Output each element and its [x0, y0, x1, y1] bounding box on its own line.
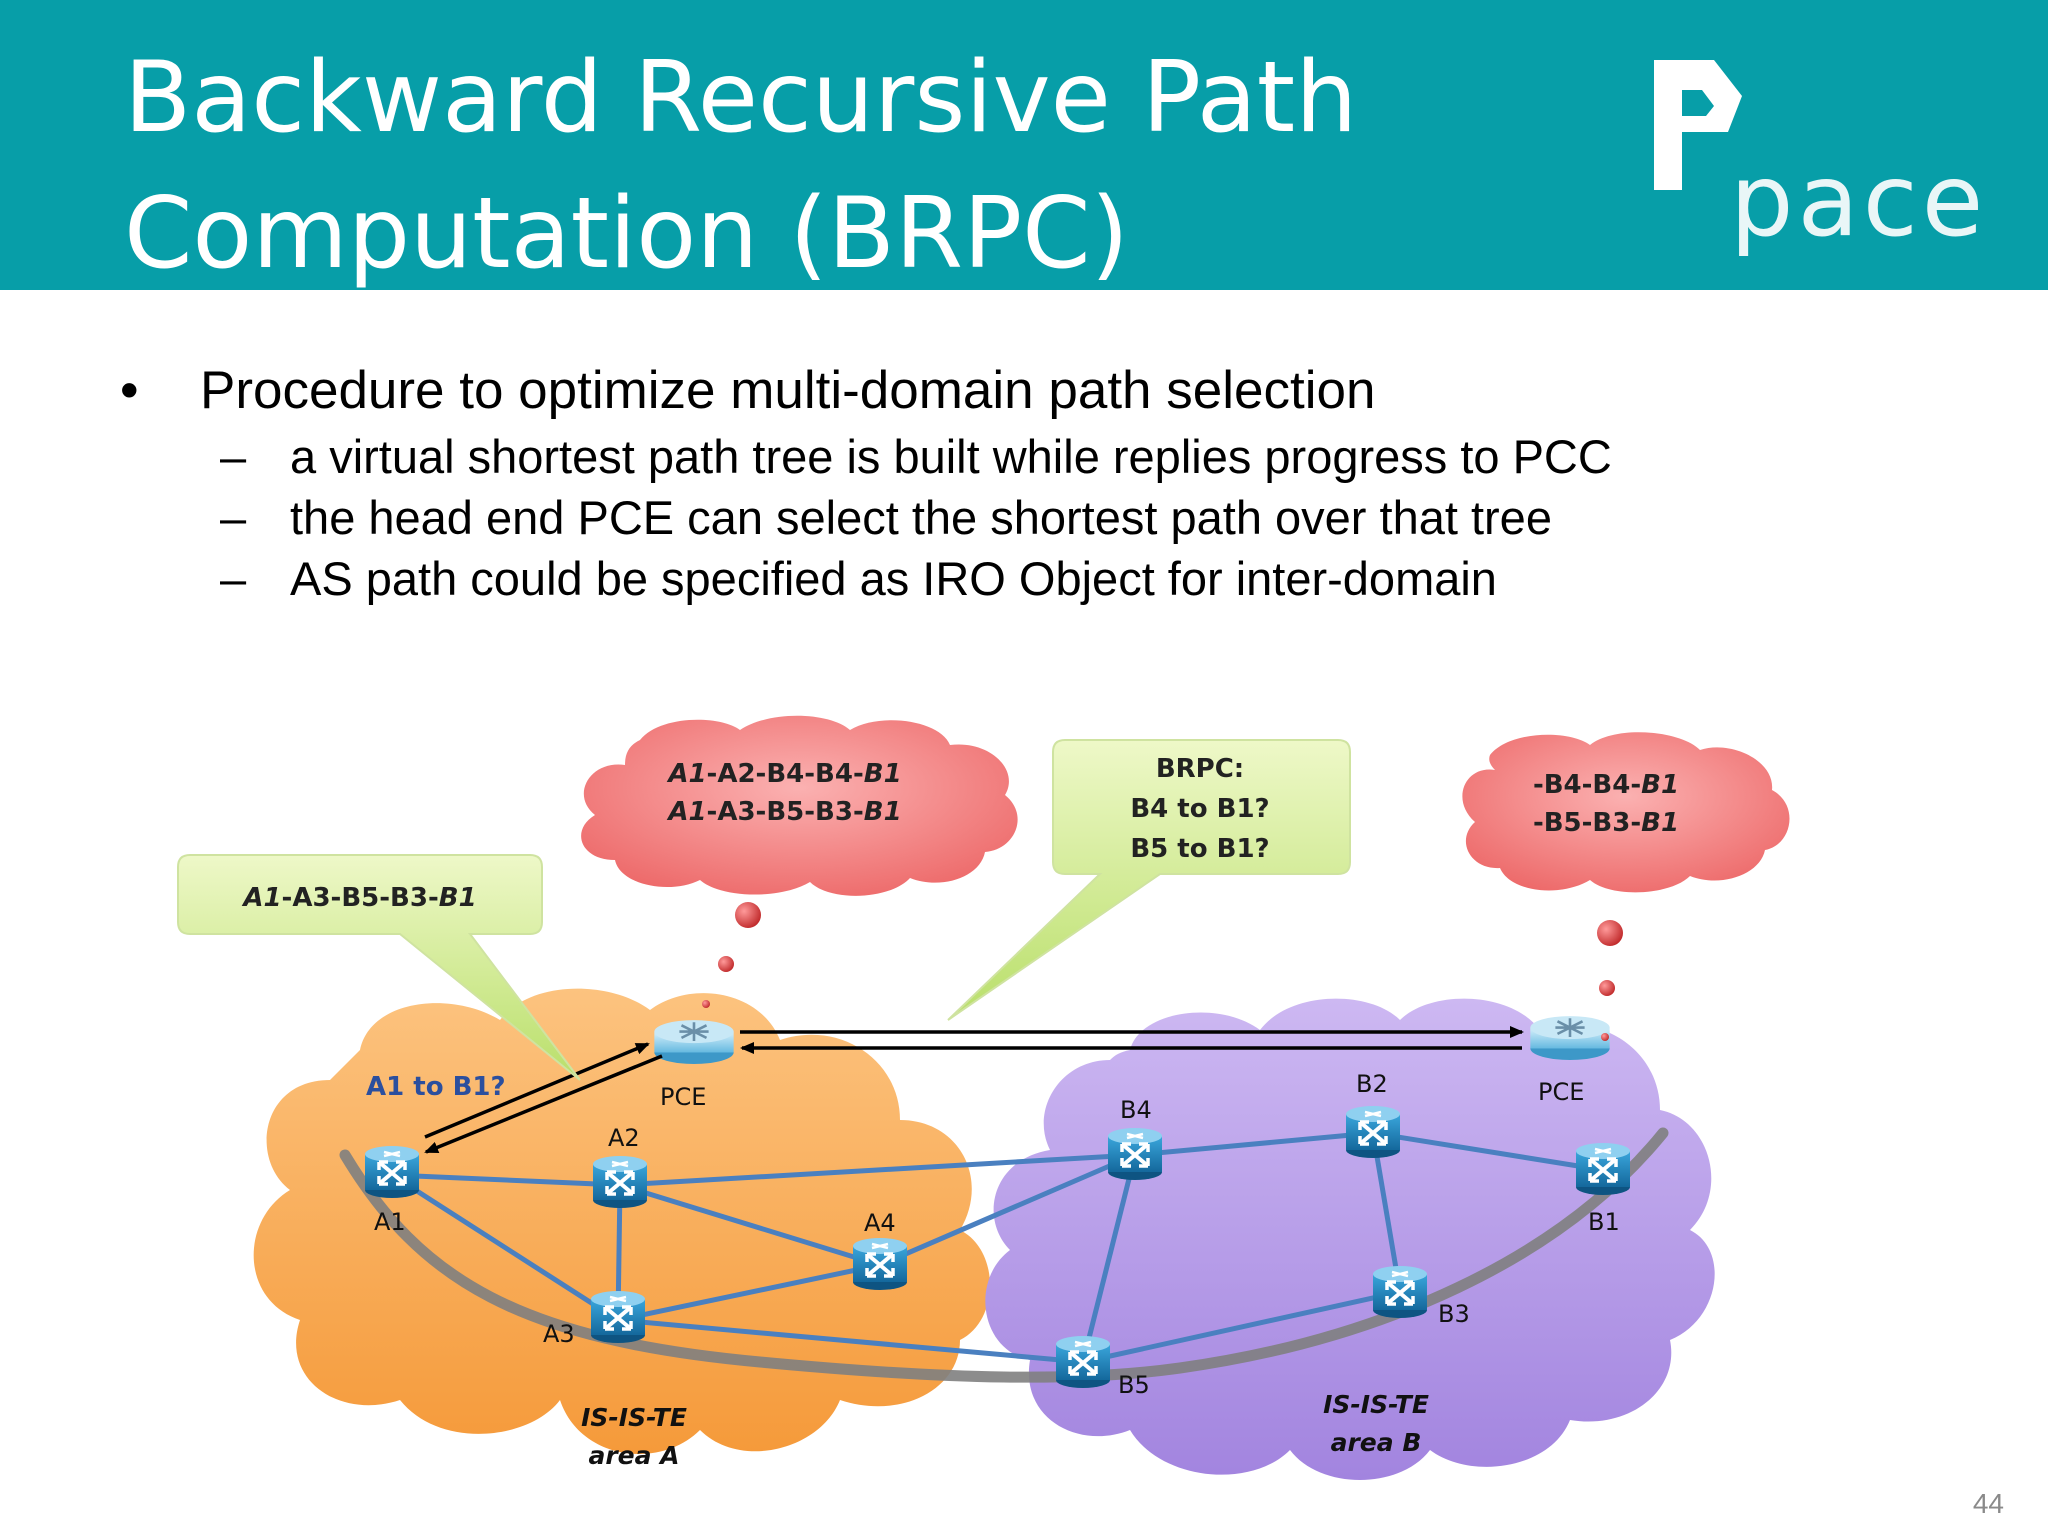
bullet-sub-text: AS path could be specified as IRO Object… — [290, 552, 1497, 605]
thought-bubble-large — [1597, 920, 1623, 946]
diagram-labels: A1 to B1? PCE PCE A1 A2 A3 A4 B4 B2 B1 B… — [366, 1070, 1620, 1470]
thought-left-line2: A1-A3-B5-B3-B1 — [666, 797, 901, 827]
router-a1-icon — [363, 1144, 421, 1200]
arrow-pce-to-pcc — [424, 1054, 663, 1154]
thought-right-line1: -B4-B4-B1 — [1533, 770, 1679, 800]
thought-bubble-small — [1601, 1033, 1609, 1041]
bullet-sub-text: a virtual shortest path tree is built wh… — [290, 430, 1612, 483]
brpc-line1: BRPC: — [1156, 754, 1244, 784]
brpc-line3: B5 to B1? — [1130, 834, 1269, 864]
network-links — [390, 1130, 1604, 1365]
pace-logo: pace — [1640, 50, 2000, 270]
router-b2-icon — [1344, 1104, 1402, 1160]
link-b4-b2 — [1134, 1130, 1374, 1158]
router-b5-icon — [1054, 1334, 1112, 1390]
callout-left: A1-A3-B5-B3-B1 — [177, 854, 581, 1081]
bullet-main-text: Procedure to optimize multi-domain path … — [200, 361, 1376, 420]
pce-left-icon — [653, 1018, 735, 1065]
label-b1: B1 — [1588, 1208, 1620, 1236]
router-a3-icon — [589, 1289, 647, 1345]
arrow-pcc-to-pce — [424, 1042, 650, 1139]
area-a-name: area A — [588, 1441, 679, 1470]
bullet-list: • Procedure to optimize multi-domain pat… — [120, 356, 1612, 609]
dash-glyph: – — [220, 430, 247, 483]
bullet-glyph: • — [120, 361, 139, 420]
dash-glyph: – — [220, 491, 247, 544]
link-a3-b5 — [617, 1317, 1084, 1365]
thought-cloud-left: A1-A2-B4-B4-B1 A1-A3-B5-B3-B1 — [581, 715, 1018, 1008]
router-b1-icon — [1574, 1141, 1632, 1197]
pace-logo-mark — [1654, 60, 1742, 190]
bullet-sub: – AS path could be specified as IRO Obje… — [120, 548, 1612, 609]
page-number: 44 — [1972, 1488, 2004, 1519]
query-label: A1 to B1? — [366, 1072, 506, 1102]
thought-bubble-medium — [718, 956, 734, 972]
dash-glyph: – — [220, 552, 247, 605]
label-b3: B3 — [1438, 1300, 1470, 1328]
bullet-sub-text: the head end PCE can select the shortest… — [290, 491, 1552, 544]
slide-title: Backward Recursive Path Computation (BRP… — [124, 30, 1357, 302]
router-a2-icon — [591, 1154, 649, 1210]
label-b5: B5 — [1118, 1371, 1150, 1399]
link-a2-a4 — [619, 1182, 881, 1268]
pce-left-label: PCE — [660, 1083, 706, 1111]
area-b-name: area B — [1331, 1428, 1422, 1457]
pce-right-icon — [1529, 1014, 1611, 1061]
thought-bubble-medium — [1599, 980, 1615, 996]
bullet-main: • Procedure to optimize multi-domain pat… — [120, 356, 1612, 426]
area-b-cloud — [985, 998, 1715, 1480]
logo-wordmark: pace — [1730, 142, 1988, 259]
thought-cloud-right: -B4-B4-B1 -B5-B3-B1 — [1462, 732, 1790, 1041]
message-arrows — [424, 1026, 1524, 1154]
area-b-protocol: IS-IS-TE — [1323, 1390, 1429, 1419]
thought-left-line1: A1-A2-B4-B4-B1 — [666, 759, 901, 789]
label-a4: A4 — [864, 1209, 896, 1237]
pce-right-label: PCE — [1538, 1078, 1584, 1106]
label-a1: A1 — [374, 1208, 406, 1236]
thought-bubble-small — [702, 1000, 710, 1008]
link-b4-b5 — [1080, 1154, 1138, 1363]
router-b4-icon — [1106, 1126, 1164, 1182]
bullet-sub: – a virtual shortest path tree is built … — [120, 426, 1612, 487]
link-b2-b1 — [1372, 1130, 1604, 1173]
router-a4-icon — [851, 1236, 909, 1292]
thought-right-line2: -B5-B3-B1 — [1533, 808, 1679, 838]
area-a-protocol: IS-IS-TE — [581, 1403, 687, 1432]
link-a4-b4 — [879, 1152, 1136, 1268]
thought-bubble-large — [735, 902, 761, 928]
callout-brpc: BRPC: B4 to B1? B5 to B1? — [947, 739, 1351, 1021]
label-b2: B2 — [1356, 1070, 1388, 1098]
slide-title-line2: Computation (BRPC) — [124, 177, 1129, 291]
title-bar: Backward Recursive Path Computation (BRP… — [0, 0, 2048, 291]
link-a1-a2 — [391, 1172, 621, 1188]
bullet-sub: – the head end PCE can select the shorte… — [120, 487, 1612, 548]
link-b5-b3 — [1082, 1289, 1401, 1365]
link-b2-b3 — [1370, 1132, 1403, 1293]
label-a3: A3 — [543, 1320, 575, 1348]
brpc-diagram: A1-A3-B5-B3-B1 BRPC: B4 to B1? B5 to B1?… — [177, 715, 1790, 1480]
link-a2-b4 — [619, 1152, 1136, 1188]
link-a3-a4 — [617, 1262, 881, 1323]
label-a2: A2 — [608, 1124, 640, 1152]
callout-left-text: A1-A3-B5-B3-B1 — [241, 883, 476, 913]
slide-title-line1: Backward Recursive Path — [124, 41, 1358, 155]
selected-path-curve — [339, 1127, 1669, 1383]
router-b3-icon — [1371, 1264, 1429, 1320]
brpc-line2: B4 to B1? — [1130, 794, 1269, 824]
link-a1-a3 — [390, 1172, 620, 1323]
label-b4: B4 — [1120, 1096, 1152, 1124]
